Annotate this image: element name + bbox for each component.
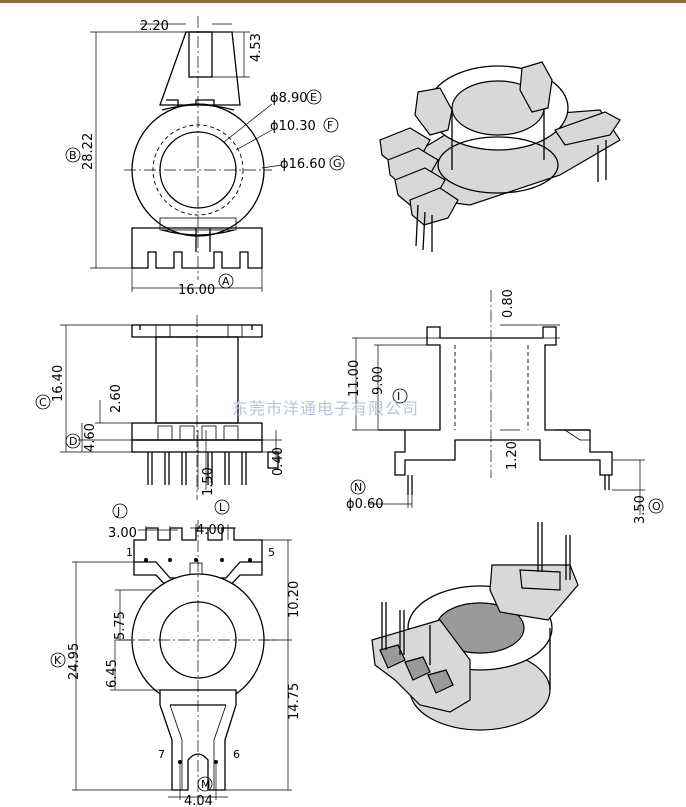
- dim-4-60: 4.60: [83, 423, 98, 452]
- callout-G: G: [333, 157, 342, 170]
- pin-6: 6: [233, 748, 240, 761]
- watermark: 东莞市洋通电子有限公司: [232, 399, 419, 418]
- section-view: 0.80 11.00 9.00 I 1.20 ϕ0.60 N 3.50 O: [346, 289, 664, 524]
- dim-2-20: 2.20: [140, 19, 169, 34]
- dim-9-00: 9.00: [371, 366, 386, 395]
- callout-I: I: [397, 390, 400, 403]
- dim-dia-8-90: ϕ8.90: [270, 91, 308, 106]
- dim-14-75: 14.75: [287, 683, 302, 720]
- dim-3-50: 3.50: [633, 495, 648, 524]
- iso-view-top: [379, 61, 621, 252]
- dim-10-20: 10.20: [287, 581, 302, 618]
- dim-4-00: 4.00: [196, 523, 225, 538]
- callout-E: E: [310, 91, 317, 104]
- dim-dia-0-60: ϕ0.60: [346, 497, 384, 512]
- dim-28-22: 28.22: [81, 133, 96, 170]
- callout-D: D: [69, 435, 77, 448]
- dim-11-00: 11.00: [347, 360, 362, 397]
- top-border: [0, 0, 686, 3]
- dim-1-50: 1.50: [201, 467, 216, 496]
- dim-4-53: 4.53: [249, 33, 264, 62]
- callout-L: L: [219, 501, 226, 514]
- callout-A: A: [222, 275, 230, 288]
- iso-view-bottom: [371, 522, 579, 731]
- callout-M: M: [201, 778, 211, 791]
- dim-16-00: 16.00: [178, 283, 215, 298]
- callout-B: B: [69, 149, 77, 162]
- dim-0-80: 0.80: [501, 289, 516, 318]
- pin-1: 1: [126, 546, 133, 559]
- dim-16-40: 16.40: [51, 365, 66, 402]
- callout-N: N: [354, 481, 362, 494]
- dim-3-00: 3.00: [108, 526, 137, 541]
- dim-2-60: 2.60: [109, 384, 124, 413]
- dim-6-45: 6.45: [105, 659, 120, 688]
- dim-1-20: 1.20: [505, 441, 520, 470]
- dim-4-04: 4.04: [184, 794, 213, 807]
- dim-dia-16-60: ϕ16.60: [280, 157, 326, 172]
- side-view: 16.40 C 2.60 4.60 D 0.40 1.50: [35, 315, 286, 500]
- callout-C: C: [39, 396, 47, 409]
- top-view: 2.20 4.53 28.22 B 16.00 A ϕ8.90 E ϕ10.30…: [65, 16, 345, 298]
- pin-7: 7: [158, 748, 165, 761]
- callout-F: F: [327, 119, 333, 132]
- pin-5: 5: [268, 546, 275, 559]
- dim-dia-10-30: ϕ10.30: [270, 119, 316, 134]
- dim-24-95: 24.95: [67, 643, 82, 680]
- dim-0-40: 0.40: [271, 447, 286, 476]
- dim-5-75: 5.75: [113, 611, 128, 640]
- callout-O: O: [652, 500, 661, 513]
- bottom-view: 1 5 7 6 3.00 J 4.00 L 24.95 K 10.20 5.75…: [50, 499, 302, 807]
- callout-K: K: [54, 654, 62, 667]
- callout-J: J: [116, 505, 120, 518]
